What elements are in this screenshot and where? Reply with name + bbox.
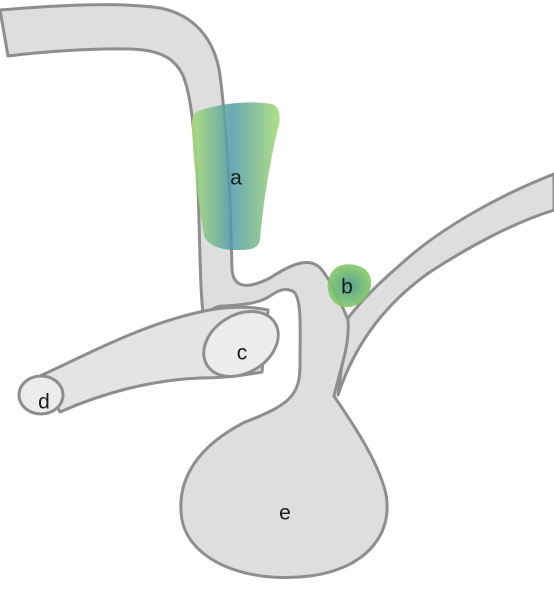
- label-c: c: [237, 342, 248, 365]
- label-e: e: [279, 502, 291, 525]
- label-a: a: [230, 167, 242, 190]
- highlight-region-b: [327, 264, 372, 308]
- label-d: d: [38, 391, 50, 414]
- highlight-region-a: [192, 102, 280, 250]
- label-b: b: [341, 276, 353, 299]
- right-duct: [336, 172, 554, 397]
- end-cap-c: [202, 310, 280, 378]
- end-cap-d: [17, 374, 65, 416]
